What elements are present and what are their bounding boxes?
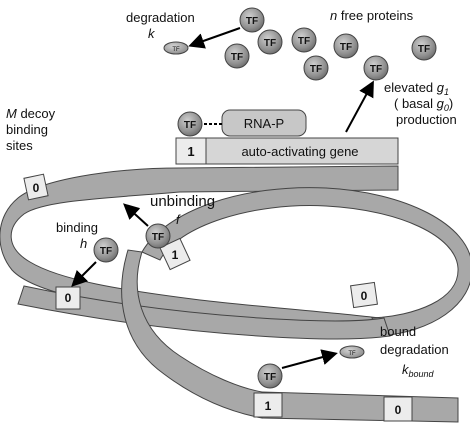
free-proteins-label: n free proteins [330,8,414,23]
svg-text:0: 0 [395,403,402,417]
svg-text:M decoy: M decoy [6,106,56,121]
tf-free-7: TF [363,55,389,81]
bound-degradation-arrow [281,349,338,369]
svg-text:TF: TF [231,52,243,63]
svg-text:binding: binding [56,220,98,235]
tf-free-3: TF [257,29,283,55]
svg-text:TF: TF [348,351,356,357]
tf-promoter: TF [177,111,203,137]
svg-text:RNA-P: RNA-P [244,116,284,131]
site-mid-ring: 1 [159,237,191,271]
svg-text:TF: TF [264,38,276,49]
svg-text:1: 1 [187,144,194,159]
svg-text:TF: TF [310,64,322,75]
svg-text:production: production [396,112,457,127]
tf-free-5: TF [333,33,359,59]
tf-unbinding: TF [145,223,171,249]
svg-text:TF: TF [264,372,276,383]
svg-text:TF: TF [100,246,112,257]
svg-text:f: f [176,212,181,227]
production-arrow [345,80,374,133]
site-bottom-zero: 0 [383,396,413,422]
svg-text:elevated g1: elevated g1 [384,80,449,97]
svg-text:degradation: degradation [126,10,195,25]
tf-bound-degrading: TF [257,363,283,389]
decoy-sites-label: M decoy binding sites [6,106,56,153]
svg-text:h: h [80,236,87,251]
tf-free-4: TF [291,27,317,53]
dna-strand [0,165,470,423]
svg-text:n free proteins: n free proteins [330,8,414,23]
tf-degraded-free: TF [163,41,189,55]
svg-text:sites: sites [6,138,33,153]
svg-text:TF: TF [184,120,196,131]
tf-free-6: TF [303,55,329,81]
svg-text:1: 1 [172,248,179,262]
binding-arrow [71,261,97,287]
tf-free-1: TF [239,7,265,33]
free-proteins: TF TF TF TF TF TF TF TF [224,7,437,81]
gene-bar: 1 auto-activating gene [175,137,399,165]
svg-text:1: 1 [265,399,272,413]
svg-text:bound: bound [380,324,416,339]
svg-text:TF: TF [370,64,382,75]
degradation-arrow [188,27,241,49]
svg-text:TF: TF [152,232,164,243]
svg-text:k: k [148,26,156,41]
unbinding-arrow [123,203,149,227]
svg-text:TF: TF [246,16,258,27]
elevated-production-label: elevated g1 ( basal g0) production [384,80,457,127]
rna-polymerase: RNA-P [204,109,307,137]
svg-text:unbinding: unbinding [150,193,215,210]
svg-text:binding: binding [6,122,48,137]
site-right-ring: 0 [350,281,378,309]
svg-text:0: 0 [33,181,40,195]
svg-text:TF: TF [418,44,430,55]
svg-text:TF: TF [298,36,310,47]
svg-text:TF: TF [172,47,180,53]
site-bottom-one: 1 [253,392,283,418]
tf-degraded-bound: TF [339,345,365,359]
tf-free-8: TF [411,35,437,61]
tf-binding: TF [93,237,119,263]
svg-text:TF: TF [340,42,352,53]
svg-text:degradation: degradation [380,342,449,357]
unbinding-label: unbinding f [150,193,215,227]
svg-text:( basal g0): ( basal g0) [394,96,453,113]
binding-label: binding h [56,220,98,251]
svg-text:kbound: kbound [402,362,435,379]
site-left-top: 0 [23,173,49,201]
svg-text:0: 0 [65,291,72,305]
site-left-bottom: 0 [55,286,81,310]
bound-degradation-label: bound degradation kbound [380,324,449,379]
tf-free-2: TF [224,43,250,69]
degradation-label: degradation k [126,10,195,41]
svg-text:0: 0 [361,289,368,303]
gene-label: auto-activating gene [241,144,358,159]
